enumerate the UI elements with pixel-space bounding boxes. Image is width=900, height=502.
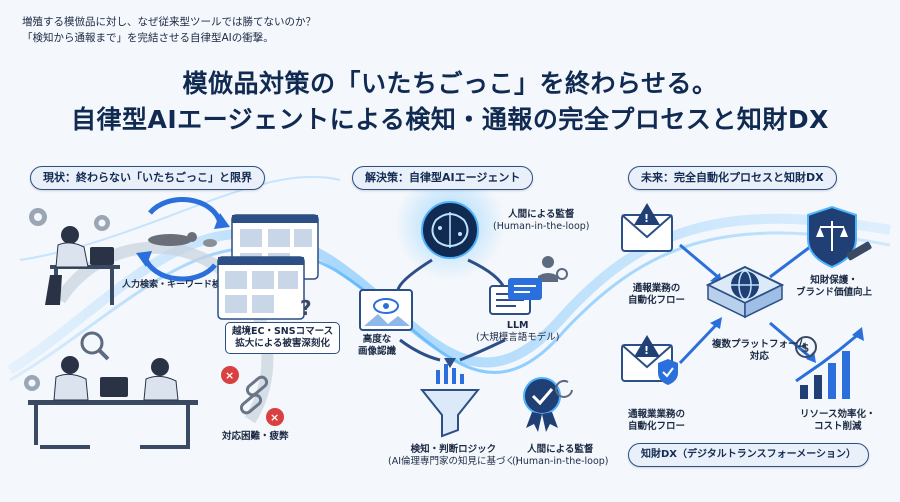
svg-text:$: $ — [801, 341, 809, 355]
intro-line-1: 増殖する模倣品に対し、なぜ従来型ツールでは勝てないのか？ — [22, 16, 316, 28]
notification-flow-top-label: 通報業務の 自動化フロー — [628, 283, 686, 306]
intro-line-2: 「検知から通報まで」を完結させる自律型AIの衝撃。 — [22, 32, 274, 44]
funnel-logic-icon — [419, 364, 481, 438]
detection-logic-label: 検知・判断ロジック (AI倫理専門家の知見に基づく) — [388, 444, 519, 467]
svg-text:?: ? — [300, 296, 312, 320]
image-recognition-icon — [359, 289, 413, 331]
ai-brain-icon — [421, 201, 479, 259]
current-illustration: 人力検索・キーワード検索 ? × × — [24, 197, 319, 449]
intro-text: 増殖する模倣品に対し、なぜ従来型ツールでは勝てないのか？ 「検知から通報まで」を… — [22, 14, 316, 46]
section-solution-pill: 解決策：自律型AIエージェント — [352, 166, 534, 190]
image-recognition-label: 高度な 画像認識 — [358, 334, 397, 357]
cost-reduction-label: リソース効率化・ コスト削減 — [800, 409, 876, 432]
svg-text:×: × — [270, 411, 279, 424]
verified-badge-icon — [523, 377, 561, 432]
weasel-chasing-icon — [148, 232, 217, 247]
exhaustion-label: 対応困難・疲弊 — [222, 431, 289, 442]
ec-expansion-label: 越境EC・SNSコマース 拡大による被害深刻化 — [225, 322, 341, 354]
page-title-line-1: 模倣品対策の「いたちごっこ」を終わらせる。 — [182, 69, 718, 98]
growth-chart-icon: $ — [795, 327, 864, 399]
multi-platform-label: 複数プラットフォーム 対応 — [712, 339, 807, 362]
ec-site-screens-icon: ? — [217, 214, 319, 320]
section-future-pill: 未来：完全自動化プロセスと知財DX — [628, 166, 837, 190]
notification-flow-bottom-label: 通報業業務の 自動化フロー — [628, 409, 686, 432]
gear-icon — [24, 208, 110, 391]
section-current-pill: 現状：終わらない「いたちごっこ」と限界 — [30, 166, 265, 190]
llm-label: LLM (大規模言語モデル) — [476, 320, 560, 343]
exhausted-workers-icon — [28, 356, 198, 449]
error-icon: × × — [221, 366, 284, 426]
stressed-worker-icon — [45, 226, 120, 305]
page-title-line-2: 自律型AIエージェントによる検知・通報の完全プロセスと知財DX — [71, 105, 829, 134]
platform-globe-icon — [705, 265, 785, 319]
svg-text:!: ! — [644, 212, 649, 225]
future-illustration: ! ! $ — [621, 203, 872, 399]
svg-text:×: × — [225, 369, 234, 382]
human-supervision-top: 人間による監督 (Human-in-the-loop) — [493, 209, 590, 232]
ip-shield-icon — [807, 205, 872, 269]
broken-chain-icon — [239, 375, 269, 415]
svg-text:!: ! — [644, 344, 649, 357]
llm-chat-icon — [489, 278, 542, 315]
secure-envelope-icon: ! — [621, 335, 678, 385]
human-supervisor-icon — [538, 256, 568, 282]
refresh-icon — [555, 379, 573, 398]
solution-illustration — [359, 201, 573, 438]
alert-envelope-icon: ! — [621, 203, 673, 252]
human-supervision-bottom: 人間による監督 (Human-in-the-loop) — [512, 444, 609, 467]
magnifier-icon — [80, 331, 110, 361]
ip-dx-pill: 知財DX（デジタルトランスフォーメーション） — [628, 443, 870, 467]
manual-search-label: 人力検索・キーワード検索 — [121, 278, 230, 290]
brand-value-label: 知財保護・ ブランド価値向上 — [796, 275, 873, 298]
